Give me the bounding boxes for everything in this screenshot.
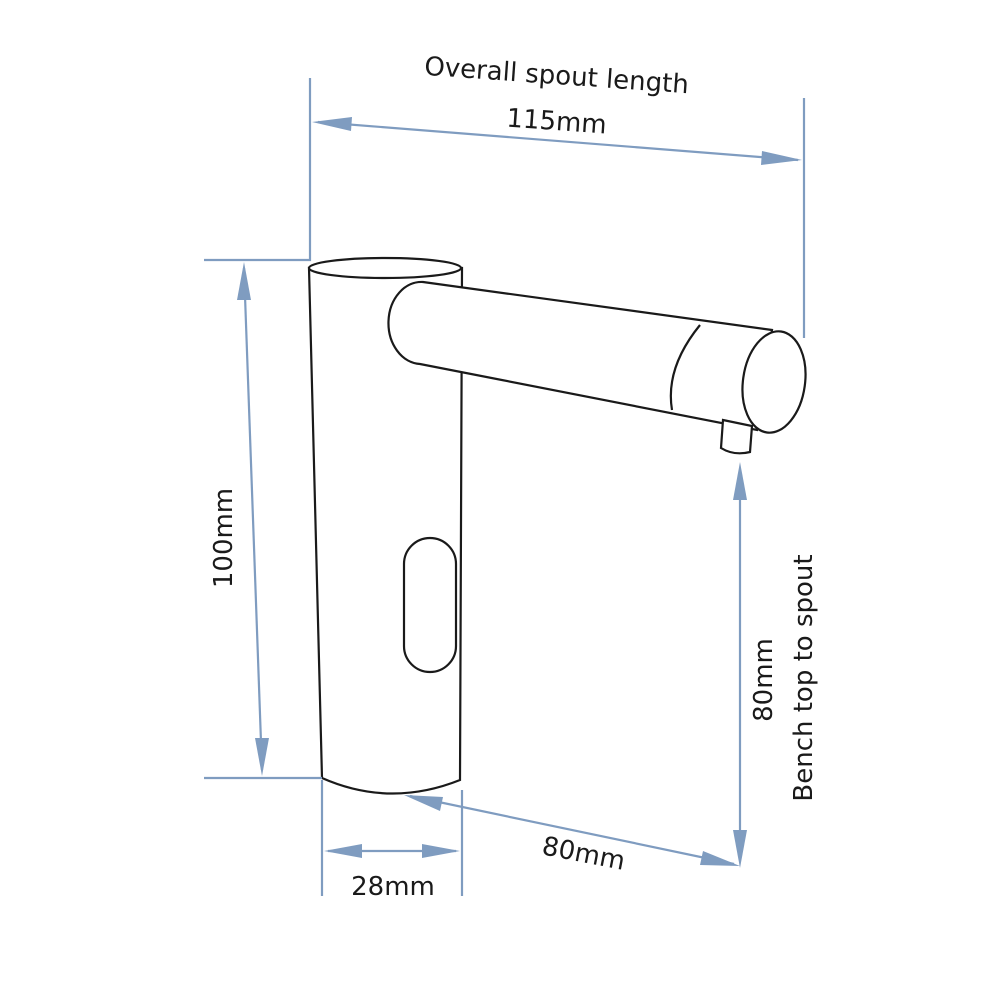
- arrowhead-down: [255, 738, 269, 776]
- spout-end-cap: [741, 330, 807, 434]
- arrowhead-left: [324, 844, 362, 858]
- ext-top-left: [204, 78, 312, 262]
- dim-base-depth: 80mm: [404, 794, 740, 877]
- extension-lines: [204, 78, 806, 896]
- arrowhead-right: [761, 151, 802, 165]
- bench-to-spout-value: 80mm: [749, 638, 779, 722]
- arrowhead-right: [700, 851, 740, 866]
- faucet-body: [307, 256, 464, 795]
- dim-spout-length-line: [317, 120, 799, 162]
- base-width-value: 28mm: [351, 872, 435, 902]
- spout-length-title: Overall spout length: [423, 52, 689, 100]
- dim-base-width: 28mm: [324, 844, 460, 902]
- spout-band: [669, 324, 701, 411]
- bench-to-spout-title: Bench top to spout: [789, 554, 819, 801]
- arrowhead-down: [733, 830, 747, 868]
- faucet-spout: [387, 280, 807, 455]
- dim-height-line: [242, 267, 264, 771]
- spout-nozzle: [719, 418, 754, 455]
- arrowhead-left: [312, 117, 352, 131]
- faucet-top-cap: [307, 256, 463, 280]
- spout-arm: [387, 280, 774, 432]
- dim-base-depth-line: [409, 794, 735, 866]
- dim-bench-to-spout: 80mm Bench top to spout: [733, 462, 819, 868]
- arrowhead-right: [422, 844, 460, 858]
- dim-height: 100mm: [209, 262, 269, 776]
- dim-spout-length: Overall spout length 115mm: [312, 52, 802, 165]
- arrowhead-up: [733, 462, 747, 500]
- arrowhead-left: [404, 795, 443, 811]
- spout-length-value: 115mm: [505, 104, 607, 141]
- arrowhead-up: [237, 262, 251, 300]
- height-value: 100mm: [209, 488, 239, 588]
- sensor-window: [402, 536, 458, 674]
